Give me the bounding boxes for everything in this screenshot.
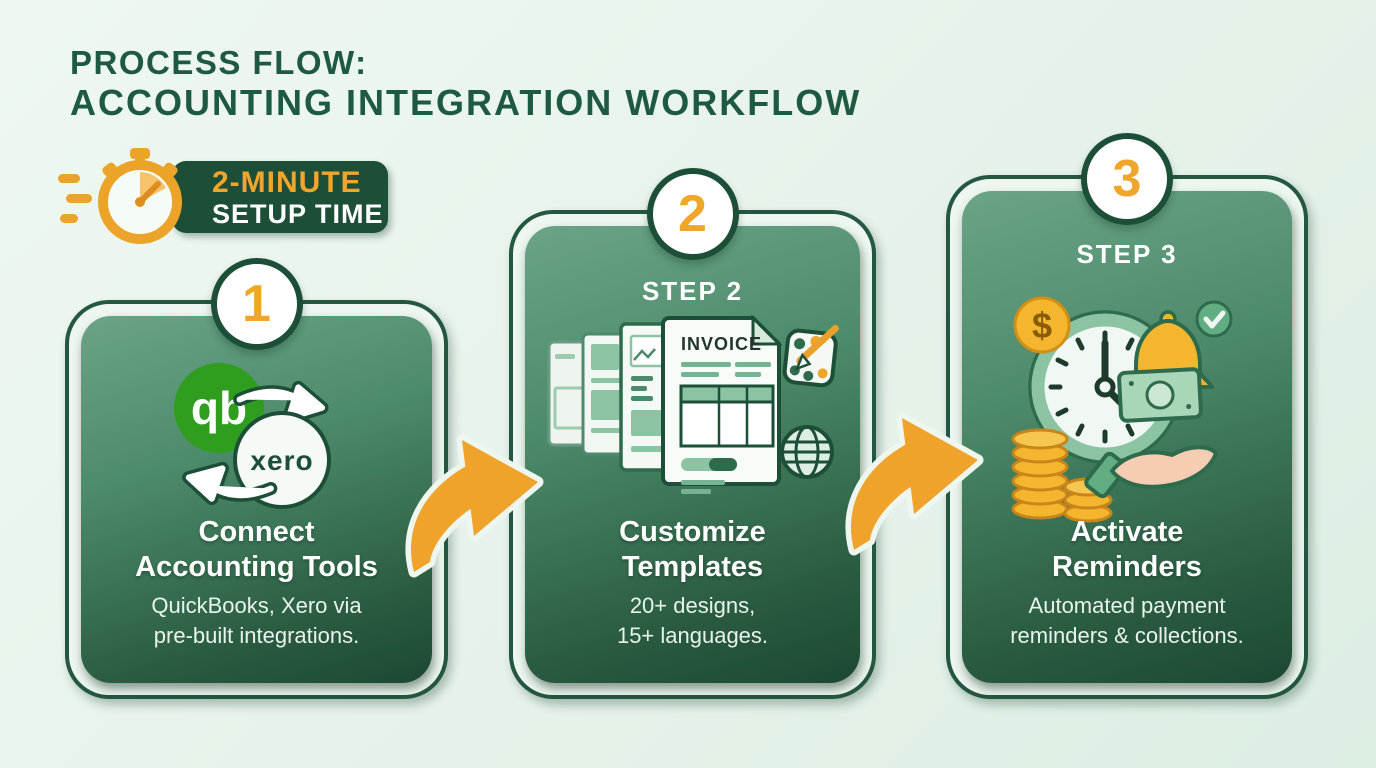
step-card-3: 3 STEP 3 [946,133,1308,699]
step-3-label: STEP 3 [1076,239,1178,269]
accounting-sync-icon: qb xero [169,356,344,519]
step-3-desc-line1: Automated payment [1028,593,1226,618]
badge-setup-label: SETUP TIME [212,198,384,229]
quickbooks-logo-text: qb [191,382,247,434]
curved-arrow-icon-1 [405,434,544,578]
globe-icon [780,425,834,479]
step-3-number-badge: 3 [1081,133,1173,225]
hand-icon [1084,445,1218,499]
step-3-desc-line2: reminders & collections. [1010,623,1244,648]
step-card-1: 1 qb xero [65,258,448,699]
step-2-desc-line2: 15+ languages. [616,623,769,648]
step-1-title-line1: Connect [198,516,315,548]
speed-lines [58,174,92,223]
badge-duration-label: 2-MINUTE [212,165,362,199]
dollar-coin-symbol: $ [1032,305,1052,346]
page-title-line1: PROCESS FLOW: [70,44,368,81]
invoice-label: INVOICE [681,334,762,354]
checkmark-icon [1195,300,1233,338]
step-3-title: Activate Reminders [950,515,1304,585]
step-2-number-badge: 2 [646,168,739,260]
step-2-title: Customize Templates [513,515,872,585]
quickbooks-logo [174,363,264,453]
step-1-desc-line1: QuickBooks, Xero via [151,593,362,618]
step-1-title-line2: Accounting Tools [135,551,378,583]
step-2-title-line1: Customize [619,516,766,548]
step-3-description: Automated payment reminders & collection… [950,591,1304,651]
invoice-document-icon: INVOICE [661,314,783,494]
xero-logo-text: xero [250,445,313,476]
step-3-title-line1: Activate [1070,516,1184,548]
setup-time-badge: 2-MINUTE SETUP TIME [172,161,388,233]
page-title: PROCESS FLOW: ACCOUNTING INTEGRATION WOR… [70,44,861,124]
step-1-desc-line2: pre-built integrations. [153,623,360,648]
curved-arrow-icon-2 [845,412,984,556]
step-1-title: Connect Accounting Tools [69,515,444,585]
invoice-templates-icon: INVOICE [541,310,841,503]
step-2-label: STEP 2 [641,276,744,306]
dollar-coin-icon: $ [1013,296,1071,354]
palette-icon [782,324,839,388]
step-card-2: 2 STEP 2 [509,168,876,699]
step-2-number: 2 [678,185,707,243]
step-2-description: 20+ designs, 15+ languages. [513,591,872,651]
step-1-number: 1 [242,275,271,333]
step-2-desc-line1: 20+ designs, [629,593,756,618]
step-1-number-badge: 1 [210,258,303,350]
banknote-icon [1117,367,1203,423]
step-2-title-line2: Templates [621,551,764,583]
xero-logo [233,411,331,509]
step-3-number: 3 [1112,150,1142,208]
page-title-line2: ACCOUNTING INTEGRATION WORKFLOW [70,82,862,123]
payment-reminders-icon: $ [1000,295,1250,532]
stopwatch-icon [58,148,182,244]
step-3-title-line2: Reminders [1052,551,1202,583]
step-1-description: QuickBooks, Xero via pre-built integrati… [69,591,444,651]
